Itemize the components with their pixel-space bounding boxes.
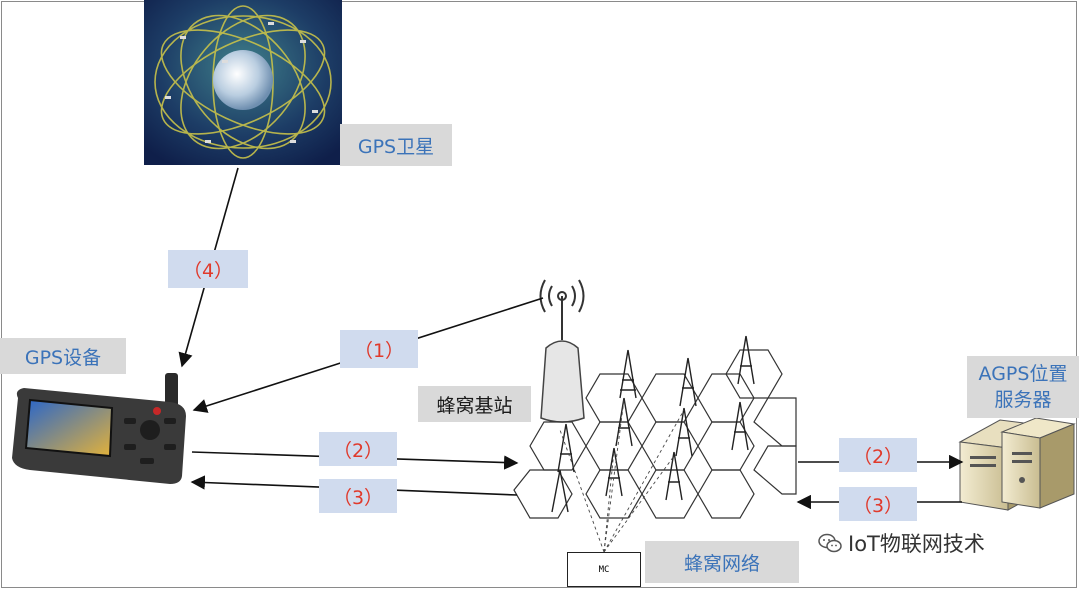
watermark-text: IoT物联网技术 — [848, 532, 985, 556]
gps-device-label: GPS设备 — [0, 338, 126, 374]
watermark: IoT物联网技术 — [818, 528, 985, 558]
step-2-left-tag: （2） — [319, 432, 397, 466]
step-2-right-tag: （2） — [839, 438, 917, 472]
base-station-label: 蜂窝基站 — [418, 386, 531, 422]
agps-server-label: AGPS位置 服务器 — [967, 356, 1079, 418]
mc-box: MC — [567, 552, 641, 587]
agps-server-image — [958, 417, 1076, 511]
step-3-right-tag: （3） — [839, 487, 917, 521]
agps-server-label-line1: AGPS位置 — [978, 363, 1068, 385]
cellular-honeycomb-image — [513, 349, 797, 519]
cellular-network-label: 蜂窝网络 — [645, 541, 799, 583]
gps-satellite-label: GPS卫星 — [340, 124, 452, 166]
step-4-tag: （4） — [168, 250, 248, 288]
step-1-tag: （1） — [340, 330, 418, 368]
cell-tower-icons — [551, 335, 755, 513]
network-dashed-links — [559, 399, 685, 553]
base-station-tower-image — [539, 279, 585, 423]
wechat-icon — [818, 533, 842, 553]
step-3-left-tag: （3） — [319, 479, 397, 513]
gps-satellite-image — [144, 0, 342, 165]
gps-device-image — [12, 373, 186, 484]
agps-server-label-line2: 服务器 — [994, 389, 1052, 411]
